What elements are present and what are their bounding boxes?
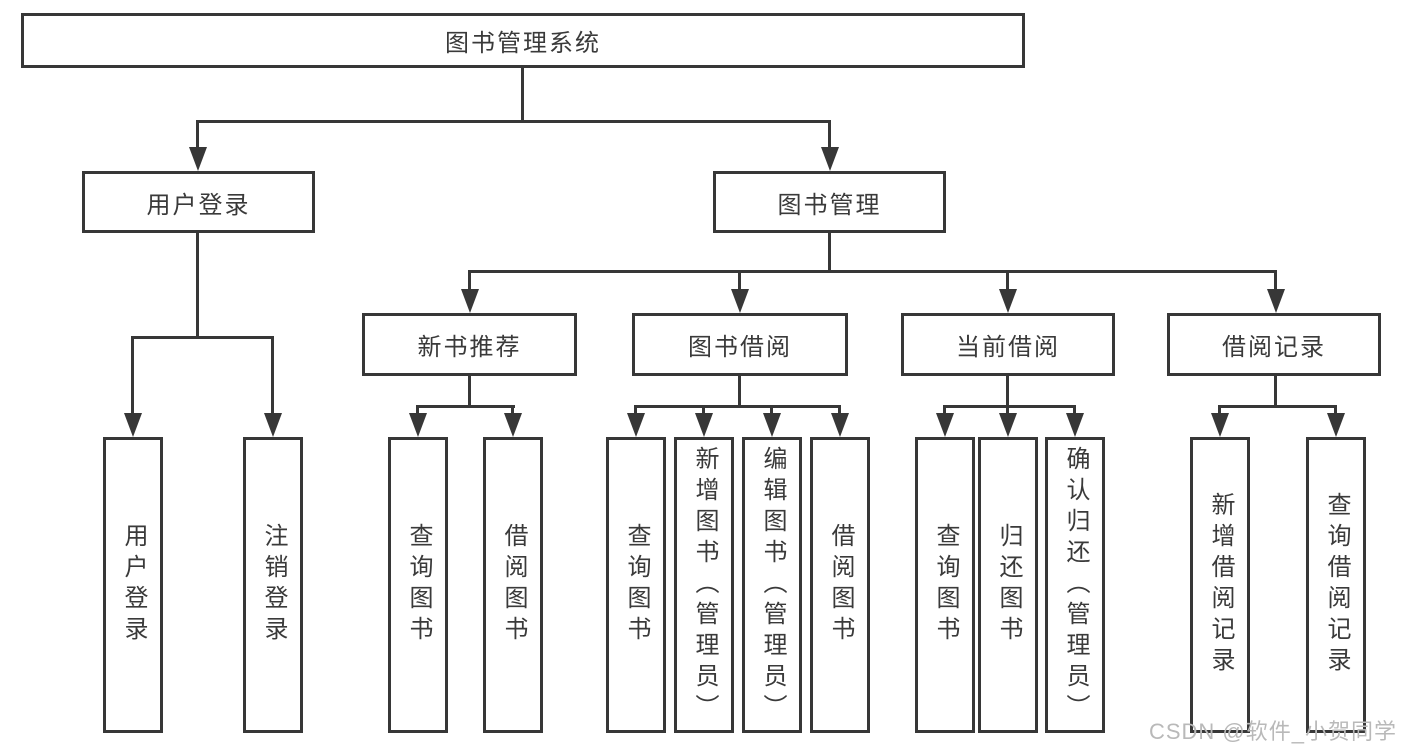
arrow-down-icon: [124, 413, 142, 437]
connector-login-drop-1: [131, 336, 134, 415]
connector-borrow-bar: [635, 405, 841, 408]
arrow-down-icon: [763, 413, 781, 437]
connector-mgmt-drop-4: [1274, 270, 1277, 291]
connector-root-stem: [521, 68, 524, 120]
arrow-down-icon: [821, 147, 839, 171]
arrow-down-icon: [1066, 413, 1084, 437]
leaf-add-books-admin: 新增图书（管理员）: [674, 437, 734, 733]
arrow-down-icon: [504, 413, 522, 437]
connector-records-drop-1: [1218, 405, 1221, 415]
connector-user-login-drop: [196, 120, 199, 150]
arrow-down-icon: [1327, 413, 1345, 437]
leaf-newbook-query-books: 查询图书: [388, 437, 448, 733]
leaf-confirm-return-admin: 确认归还（管理员）: [1045, 437, 1105, 733]
leaf-logout: 注销登录: [243, 437, 303, 733]
leaf-current-query-books: 查询图书: [915, 437, 975, 733]
node-borrowing-records: 借阅记录: [1167, 313, 1381, 376]
leaf-edit-books-admin: 编辑图书（管理员）: [742, 437, 802, 733]
connector-current-drop-3: [1073, 405, 1076, 415]
connector-mgmt-bar: [469, 270, 1277, 273]
connector-records-stem: [1274, 376, 1277, 405]
connector-current-stem: [1006, 376, 1009, 405]
connector-login-drop-2: [271, 336, 274, 415]
connector-borrow-drop-4: [838, 405, 841, 415]
connector-root-bar: [197, 120, 831, 123]
arrow-down-icon: [461, 289, 479, 313]
connector-mgmt-drop-3: [1006, 270, 1009, 291]
csdn-watermark: CSDN @软件_小贺同学: [1148, 719, 1397, 744]
arrow-down-icon: [264, 413, 282, 437]
arrow-down-icon: [695, 413, 713, 437]
connector-login-bar: [132, 336, 274, 339]
connector-newbook-drop-1: [416, 405, 419, 415]
leaf-user-login: 用户登录: [103, 437, 163, 733]
node-book-management: 图书管理: [713, 171, 946, 233]
arrow-down-icon: [189, 147, 207, 171]
node-current-borrowing: 当前借阅: [901, 313, 1115, 376]
arrow-down-icon: [936, 413, 954, 437]
connector-records-drop-2: [1334, 405, 1337, 415]
arrow-down-icon: [831, 413, 849, 437]
node-user-login: 用户登录: [82, 171, 315, 233]
leaf-newbook-borrow-books: 借阅图书: [483, 437, 543, 733]
connector-borrow-stem: [738, 376, 741, 405]
leaf-query-borrow-record: 查询借阅记录: [1306, 437, 1366, 733]
connector-borrow-drop-2: [702, 405, 705, 415]
leaf-borrowing-query-books: 查询图书: [606, 437, 666, 733]
connector-mgmt-drop-2: [738, 270, 741, 291]
connector-current-drop-2: [1006, 405, 1009, 415]
node-library-system: 图书管理系统: [21, 13, 1025, 68]
connector-borrow-drop-3: [770, 405, 773, 415]
arrow-down-icon: [999, 289, 1017, 313]
connector-mgmt-stem: [828, 233, 831, 270]
connector-book-mgmt-drop: [828, 120, 831, 150]
leaf-borrowing-borrow-books: 借阅图书: [810, 437, 870, 733]
arrow-down-icon: [999, 413, 1017, 437]
arrow-down-icon: [1211, 413, 1229, 437]
arrow-down-icon: [409, 413, 427, 437]
connector-mgmt-drop-1: [468, 270, 471, 291]
node-new-book-recommendation: 新书推荐: [362, 313, 577, 376]
node-book-borrowing: 图书借阅: [632, 313, 848, 376]
leaf-return-books: 归还图书: [978, 437, 1038, 733]
connector-current-drop-1: [943, 405, 946, 415]
connector-current-bar: [944, 405, 1076, 408]
connector-borrow-drop-1: [634, 405, 637, 415]
leaf-add-borrow-record: 新增借阅记录: [1190, 437, 1250, 733]
connector-newbook-stem: [468, 376, 471, 405]
arrow-down-icon: [1267, 289, 1285, 313]
connector-newbook-drop-2: [511, 405, 514, 415]
arrow-down-icon: [627, 413, 645, 437]
arrow-down-icon: [731, 289, 749, 313]
connector-records-bar: [1219, 405, 1337, 408]
connector-newbook-bar: [417, 405, 515, 408]
connector-login-stem: [196, 233, 199, 336]
